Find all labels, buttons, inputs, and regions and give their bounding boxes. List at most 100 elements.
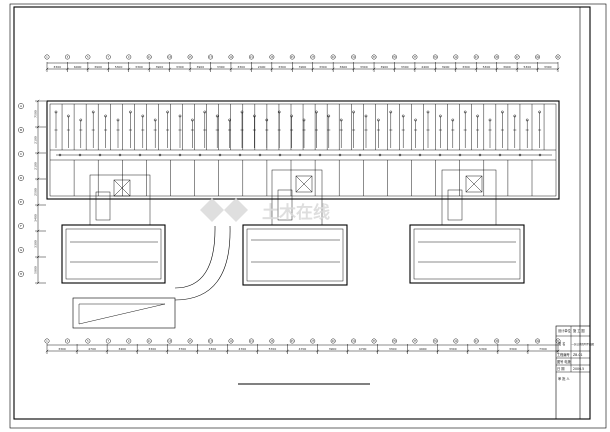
wing-center-inner: [246, 228, 344, 282]
axis-bubble-left-label: A: [20, 104, 23, 108]
ramp-outer-curve: [174, 225, 231, 301]
top-dim-label: 2400: [421, 65, 429, 69]
axis-bubble-bottom-label: 31: [352, 340, 355, 343]
light-fixture-icon: [389, 110, 393, 114]
left-dim-label: 7500: [34, 110, 38, 118]
wing-right-outline: [409, 224, 525, 284]
axis-bubble-top: [371, 54, 377, 60]
light-fixture-icon: [116, 118, 120, 122]
top-dim-label: 5300: [115, 65, 123, 69]
tb-date-value: 2006.5: [573, 367, 584, 371]
bottom-dim-label: 3900: [329, 347, 337, 351]
ramp-bottom-hatch: [78, 303, 166, 325]
light-fixture-icon: [253, 114, 256, 118]
tb-approved-label: 审 批 人: [558, 376, 570, 381]
bottom-dim-label: 4700: [359, 347, 367, 351]
axis-bubble-top: [412, 54, 418, 60]
bottom-dim-label: 7300: [539, 347, 547, 351]
bottom-dim-label: 4900: [419, 347, 427, 351]
axis-bubble-top: [494, 54, 500, 60]
axis-bubble-bottom-label: 13: [168, 340, 171, 343]
corridor-light-icon: [418, 153, 422, 157]
axis-bubble-top: [146, 54, 152, 60]
core-left-x2: [113, 179, 131, 197]
axis-bubble-top-label: 23: [270, 56, 273, 59]
axis-bubble-bottom: [371, 338, 377, 344]
tb-name-label: 图 名: [558, 341, 565, 346]
wing-right-inner: [413, 228, 521, 280]
axis-bubble-bottom: [44, 338, 50, 344]
corridor-light-icon: [458, 153, 462, 157]
bottom-dim-label: 3300: [449, 347, 457, 351]
axis-bubble-top-label: 45: [495, 56, 498, 59]
light-fixture-icon: [91, 110, 95, 114]
tb-project-value: ZB-01: [573, 353, 583, 357]
axis-bubble-top: [44, 54, 50, 60]
axis-bubble-top: [187, 54, 193, 60]
axis-bubble-bottom-label: 23: [270, 340, 273, 343]
light-fixture-icon: [538, 110, 541, 114]
axis-bubble-bottom: [473, 338, 479, 344]
top-dim-label: 3900: [380, 65, 388, 69]
core-left-stair: [95, 191, 111, 221]
light-fixture-icon: [79, 118, 83, 122]
ramp-bottom-block: [72, 297, 176, 329]
axis-bubble-left-label: H: [20, 272, 22, 276]
lighting-wiring: [54, 110, 552, 157]
core-right-box: [441, 169, 497, 226]
light-fixture-icon: [315, 110, 318, 114]
axis-bubble-top-label: 43: [475, 56, 478, 59]
light-fixture-icon: [178, 114, 182, 118]
axis-bubble-top-label: 3: [67, 56, 69, 59]
top-dim-label: 5300: [483, 65, 491, 69]
bottom-dim-label: 3300: [509, 347, 517, 351]
light-fixture-icon: [488, 118, 492, 122]
axis-bubble-top: [126, 54, 132, 60]
axis-bubble-bottom-label: 9: [128, 340, 130, 343]
corridor-light-icon: [538, 153, 542, 157]
core-center-lift: [295, 175, 313, 193]
axis-bubble-top-label: 41: [454, 56, 457, 59]
corridor-light-icon: [98, 153, 102, 157]
axis-bubble-top-label: 39: [434, 56, 437, 59]
tb-company: 设计单位: [558, 328, 572, 333]
axis-bubble-bottom: [535, 338, 540, 344]
wing-center-outline: [242, 224, 348, 286]
axis-bubble-bottom: [453, 338, 459, 344]
axis-bubble-bottom-label: 25: [291, 340, 294, 343]
axis-bubble-top-label: 27: [311, 56, 314, 59]
light-fixture-icon: [352, 110, 355, 114]
core-right-x2: [465, 175, 483, 193]
axis-bubble-left-label: G: [20, 248, 23, 252]
axis-bubble-top-label: 47: [516, 56, 519, 59]
axis-bubble-top-label: 21: [250, 56, 253, 59]
axis-bubble-bottom: [187, 338, 193, 344]
axis-bubble-top: [555, 54, 561, 60]
axis-bubble-top-label: 1: [46, 56, 48, 59]
corridor-light-icon: [198, 153, 202, 157]
axis-bubble-left: [18, 127, 24, 133]
axis-bubble-bottom-label: 45: [495, 340, 498, 343]
axis-bubble-top: [65, 54, 70, 60]
light-fixture-icon: [290, 114, 293, 118]
light-fixture-icon: [439, 114, 442, 118]
axis-bubble-left-label: D: [20, 176, 23, 180]
core-center-x2: [295, 175, 313, 193]
wing-left: [61, 224, 166, 284]
axis-bubble-top: [535, 54, 540, 60]
bottom-dim-label: 4700: [299, 347, 307, 351]
corridor-light-icon: [58, 153, 62, 157]
axis-bubble-bottom: [514, 338, 520, 344]
core-right-stair: [447, 189, 463, 221]
core-center-box: [271, 169, 323, 226]
bottom-dim-label: 4700: [239, 347, 247, 351]
axis-bubble-top-label: 9: [128, 56, 130, 59]
light-fixture-icon: [476, 114, 479, 118]
corridor-light-icon: [238, 153, 242, 157]
axis-bubble-top-label: 35: [393, 56, 396, 59]
bottom-dim-label: 3300: [148, 347, 156, 351]
watermark-logo-icon: [200, 198, 248, 222]
light-fixture-icon: [414, 118, 417, 122]
